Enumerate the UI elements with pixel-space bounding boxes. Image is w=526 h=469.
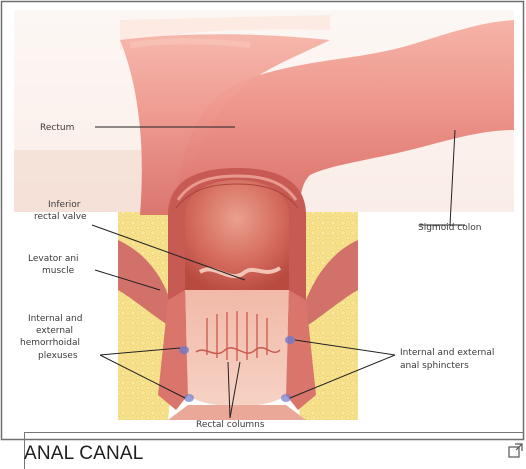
figure-caption: ANAL CANAL bbox=[24, 443, 144, 465]
right-hemorrhoidal-plexus bbox=[285, 336, 295, 344]
label-sphincters-2: anal sphincters bbox=[400, 361, 469, 371]
label-rectum: Rectum bbox=[40, 123, 74, 133]
label-hemorrhoidal-4: plexuses bbox=[38, 351, 78, 361]
label-hemorrhoidal-2: external bbox=[36, 326, 73, 336]
label-sphincters-1: Internal and external bbox=[400, 348, 494, 358]
rectal-lumen bbox=[185, 180, 289, 290]
label-inferior-rectal-valve-1: Inferior bbox=[48, 200, 81, 210]
label-sigmoid-colon: Sigmoid colon bbox=[418, 223, 481, 233]
label-inferior-rectal-valve-2: rectal valve bbox=[34, 212, 87, 222]
label-levator-ani-2: muscle bbox=[42, 266, 75, 276]
left-hemorrhoidal-plexus bbox=[179, 346, 189, 354]
caption-divider bbox=[24, 432, 524, 433]
label-levator-ani-1: Levator ani bbox=[28, 254, 79, 264]
expand-icon[interactable] bbox=[508, 442, 524, 458]
label-hemorrhoidal-1: Internal and bbox=[28, 314, 82, 324]
label-rectal-columns: Rectal columns bbox=[196, 420, 265, 430]
label-hemorrhoidal-3: hemorrhoidal bbox=[20, 338, 80, 348]
